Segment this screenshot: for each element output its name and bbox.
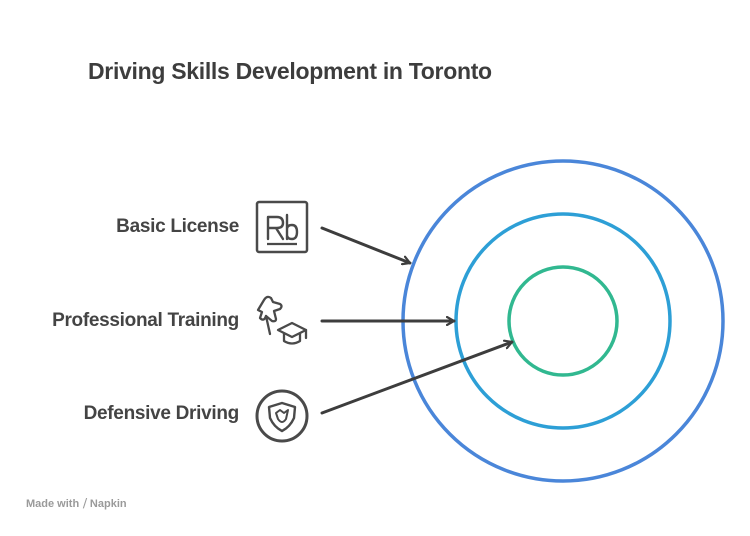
arrow-defensive-driving bbox=[320, 342, 514, 415]
label-defensive-driving: Defensive Driving bbox=[83, 403, 240, 424]
ring-middle bbox=[454, 212, 672, 430]
arrow-basic-license bbox=[320, 226, 412, 263]
label-professional-training: Professional Training bbox=[52, 310, 239, 331]
made-with-text: Made with bbox=[26, 498, 80, 510]
footer-watermark: Made with⧸Napkin bbox=[26, 498, 127, 511]
graduation-instructor-icon bbox=[256, 295, 308, 345]
ring-inner bbox=[507, 265, 619, 377]
license-document-icon bbox=[255, 200, 309, 254]
napkin-logo-icon: ⧸ bbox=[83, 498, 87, 510]
shield-icon bbox=[255, 389, 309, 443]
diagram-title: Driving Skills Development in Toronto bbox=[88, 58, 492, 84]
brand-name: Napkin bbox=[89, 498, 127, 510]
label-basic-license: Basic License bbox=[116, 216, 239, 237]
